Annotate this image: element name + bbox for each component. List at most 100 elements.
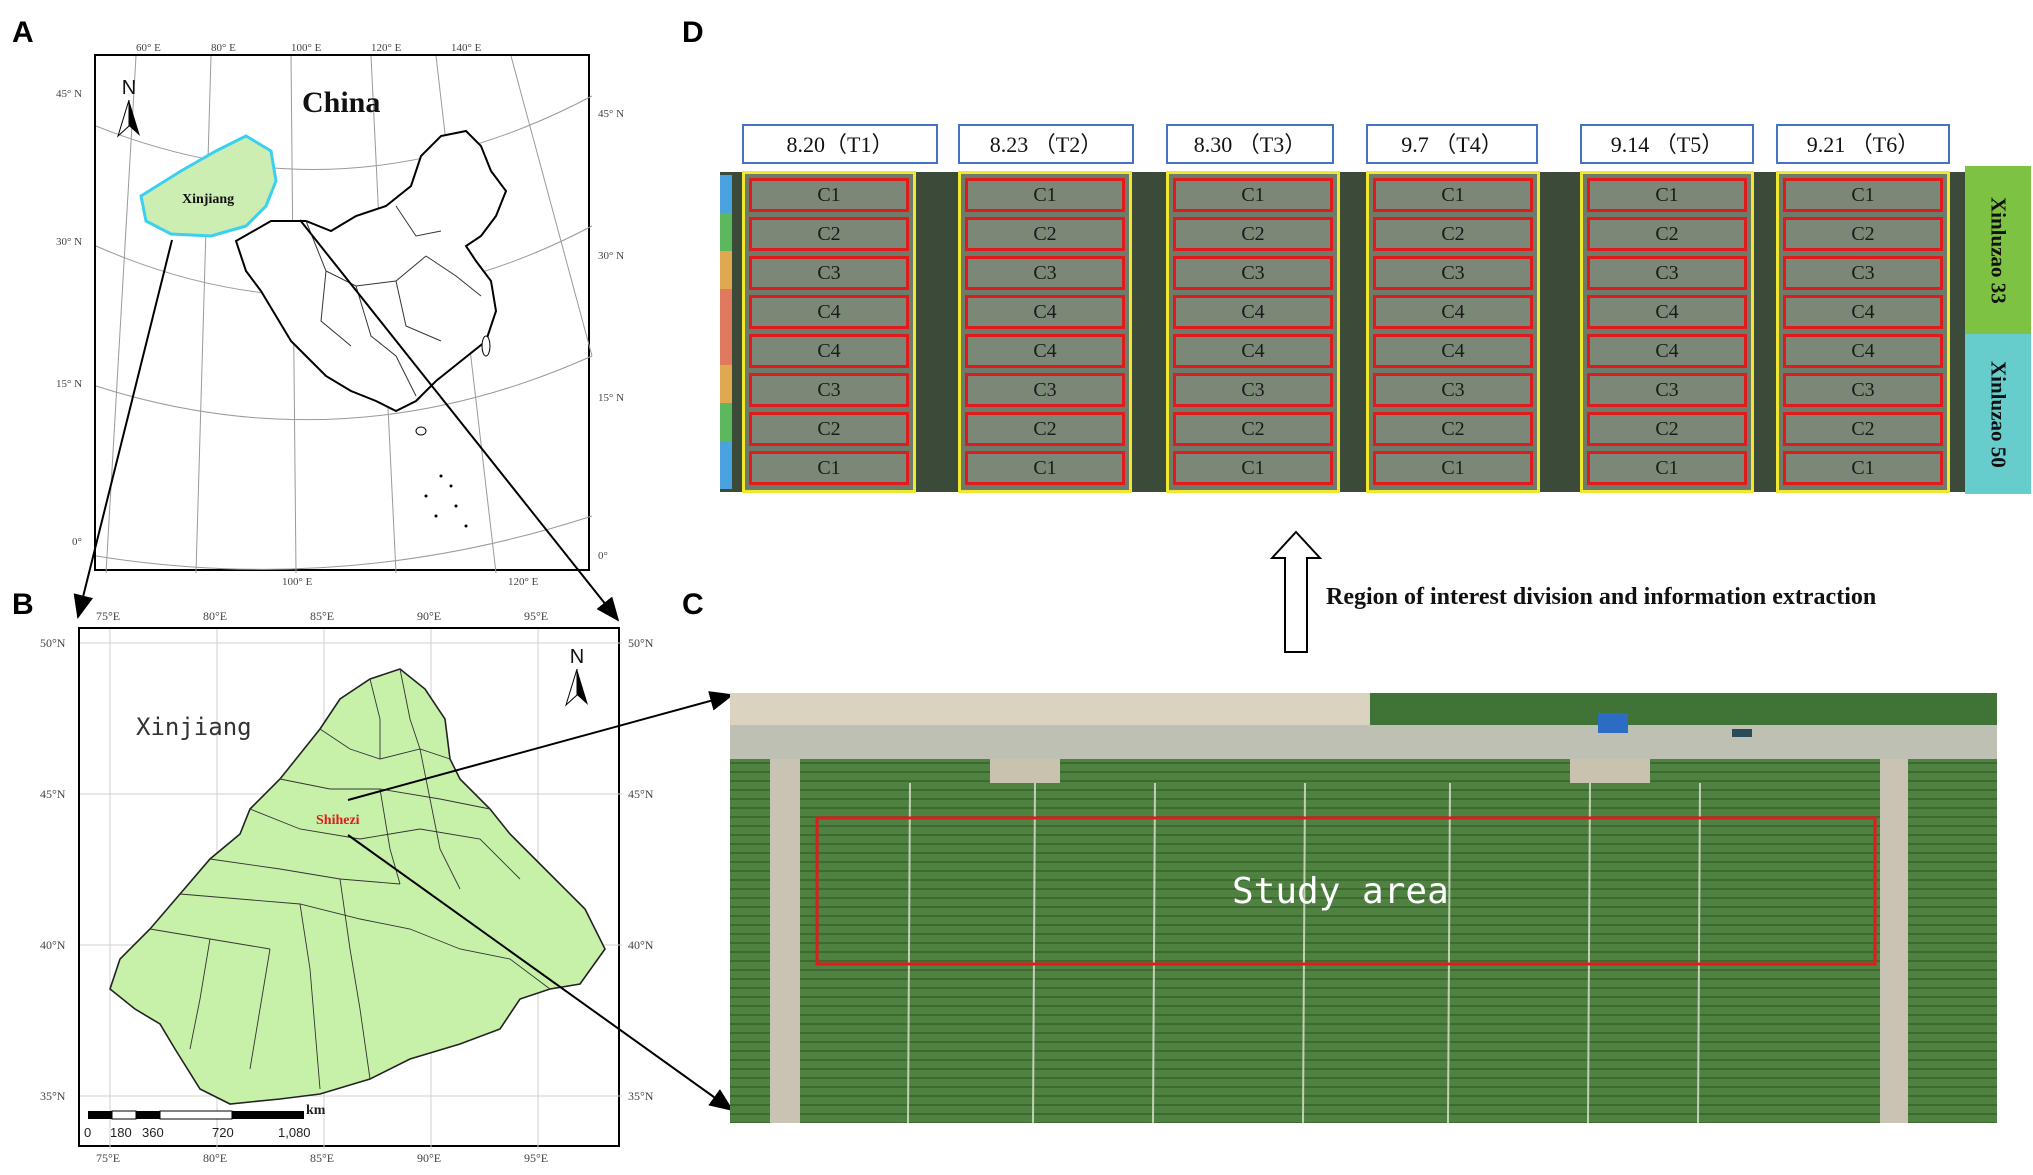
tick-a-left-2: 15° N bbox=[56, 378, 83, 390]
study-area-label: Study area bbox=[1232, 871, 1449, 912]
scale-unit: km bbox=[306, 1103, 326, 1118]
plot-cell: C2 bbox=[749, 412, 909, 446]
date-box-t6: 9.21 （T6） bbox=[1776, 124, 1950, 164]
tick-a-top-3: 120° E bbox=[371, 42, 402, 54]
tick-b-top-4: 95°E bbox=[524, 609, 549, 623]
tick-b-bottom-3: 90°E bbox=[417, 1151, 442, 1165]
row-color-c4b bbox=[720, 327, 732, 365]
north-arrow-b: N bbox=[562, 647, 592, 712]
plot-cell: C2 bbox=[1783, 217, 1943, 251]
china-title: China bbox=[302, 86, 381, 119]
tick-a-right-0: 45° N bbox=[598, 108, 625, 120]
plot-cell: C2 bbox=[1373, 217, 1533, 251]
scale-label-4: 1,080 bbox=[278, 1125, 311, 1140]
north-arrow-a: N bbox=[114, 78, 144, 143]
tick-b-right-0: 50°N bbox=[628, 636, 654, 650]
tick-a-left-3: 0° bbox=[72, 536, 82, 548]
xinjiang-title-b: Xinjiang bbox=[136, 713, 252, 741]
scale-label-1: 180 bbox=[110, 1125, 132, 1140]
tick-b-bottom-0: 75°E bbox=[96, 1151, 121, 1165]
plot-cell: C1 bbox=[1173, 451, 1333, 485]
row-color-c4 bbox=[720, 289, 732, 327]
xinjiang-highlight bbox=[139, 134, 278, 238]
variety-name-50: Xinluzao 50 bbox=[1986, 360, 2011, 468]
tick-b-bottom-4: 95°E bbox=[524, 1151, 549, 1165]
plot-cell: C1 bbox=[1373, 451, 1533, 485]
row-color-c2b bbox=[720, 403, 732, 441]
study-area-box bbox=[815, 816, 1877, 966]
plot-cell: C3 bbox=[1173, 373, 1333, 407]
tick-a-top-1: 80° E bbox=[211, 42, 236, 54]
field-photo: Study area bbox=[730, 693, 1997, 1123]
plot-cell: C4 bbox=[1173, 334, 1333, 368]
plot-cell: C2 bbox=[965, 217, 1125, 251]
tick-b-left-0: 50°N bbox=[40, 636, 66, 650]
variety-name-33: Xinluzao 33 bbox=[1986, 196, 2011, 304]
plot-cell: C4 bbox=[965, 334, 1125, 368]
plot-cell: C3 bbox=[1373, 373, 1533, 407]
north-label-a: N bbox=[121, 77, 137, 99]
row-color-c1b bbox=[720, 441, 732, 489]
plot-cell: C3 bbox=[1373, 256, 1533, 290]
plot-cell: C4 bbox=[1173, 295, 1333, 329]
plot-cell: C4 bbox=[965, 295, 1125, 329]
arrow-caption: Region of interest division and informat… bbox=[1326, 584, 1877, 610]
plot-cell: C3 bbox=[1587, 256, 1747, 290]
plot-cell: C1 bbox=[1587, 178, 1747, 212]
plot-cell: C1 bbox=[965, 178, 1125, 212]
panel-label-b: B bbox=[12, 588, 34, 621]
plot-cell: C2 bbox=[1373, 412, 1533, 446]
tick-a-top-2: 100° E bbox=[291, 42, 322, 54]
tick-b-right-1: 45°N bbox=[628, 787, 654, 801]
china-map bbox=[95, 55, 593, 574]
north-arrow-icon bbox=[116, 99, 140, 138]
row-color-c3b bbox=[720, 365, 732, 403]
date-box-t3: 8.30 （T3） bbox=[1166, 124, 1334, 164]
date-box-t5: 9.14 （T5） bbox=[1580, 124, 1754, 164]
date-box-t4: 9.7 （T4） bbox=[1366, 124, 1538, 164]
tick-a-top-0: 60° E bbox=[136, 42, 161, 54]
tick-a-right-3: 0° bbox=[598, 550, 608, 562]
tick-b-top-3: 90°E bbox=[417, 609, 442, 623]
panel-label-d: D bbox=[682, 16, 704, 49]
tick-b-bottom-2: 85°E bbox=[310, 1151, 335, 1165]
plot-cell: C2 bbox=[1783, 412, 1943, 446]
china-map-frame: China Xinjiang N 60° E 80° E 100° E 120°… bbox=[56, 42, 624, 588]
plot-cell: C1 bbox=[749, 451, 909, 485]
plot-cell: C1 bbox=[1783, 178, 1943, 212]
plot-cell: C4 bbox=[1783, 334, 1943, 368]
plot-cell: C3 bbox=[1587, 373, 1747, 407]
tick-a-left-0: 45° N bbox=[56, 88, 83, 100]
tick-b-right-2: 40°N bbox=[628, 938, 654, 952]
plot-cell: C4 bbox=[749, 334, 909, 368]
plot-cell: C2 bbox=[965, 412, 1125, 446]
tick-b-bottom-1: 80°E bbox=[203, 1151, 228, 1165]
plot-cell: C2 bbox=[1173, 412, 1333, 446]
plot-cell: C3 bbox=[965, 256, 1125, 290]
tick-a-top-4: 140° E bbox=[451, 42, 482, 54]
shihezi-label: Shihezi bbox=[316, 813, 360, 828]
variety-label-top: Xinluzao 33 bbox=[1965, 166, 2031, 334]
tick-a-right-2: 15° N bbox=[598, 392, 625, 404]
plot-cell: C4 bbox=[1587, 334, 1747, 368]
plot-cell: C2 bbox=[1173, 217, 1333, 251]
row-color-c2 bbox=[720, 213, 732, 251]
plot-cell: C4 bbox=[1783, 295, 1943, 329]
field-photo-art bbox=[730, 693, 1997, 1123]
china-outline bbox=[234, 129, 508, 413]
row-color-c3 bbox=[720, 251, 732, 289]
xinjiang-label-a: Xinjiang bbox=[182, 192, 235, 207]
plot-cell: C4 bbox=[1373, 334, 1533, 368]
plot-cell: C1 bbox=[1587, 451, 1747, 485]
plot-cell: C4 bbox=[1587, 295, 1747, 329]
plot-cell: C3 bbox=[1173, 256, 1333, 290]
tick-b-top-2: 85°E bbox=[310, 609, 335, 623]
north-label-b: N bbox=[569, 646, 585, 668]
plot-cell: C2 bbox=[749, 217, 909, 251]
xinjiang-map bbox=[80, 629, 622, 1149]
